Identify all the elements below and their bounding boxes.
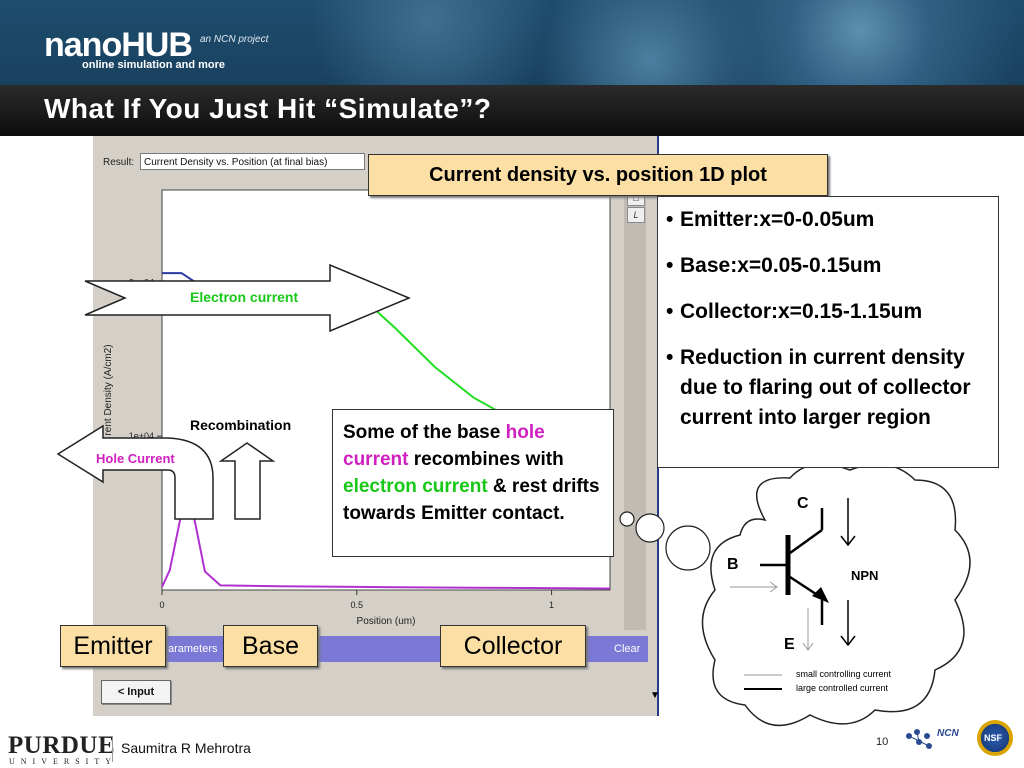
purdue-logo: PURDUE [8, 732, 116, 759]
region-bullet-box: Emitter:x=0-0.05um Base:x=0.05-0.15um Co… [657, 196, 999, 468]
electron-current-label: Electron current [190, 289, 299, 305]
thought-cloud [619, 463, 971, 727]
text-part-2: recombines with [408, 449, 564, 470]
plot-title-callout: Current density vs. position 1D plot [368, 154, 828, 196]
x-tick-label: 0 [159, 600, 164, 610]
hole-current-label: Hole Current [96, 451, 175, 466]
result-dropdown[interactable]: Current Density vs. Position (at final b… [140, 153, 365, 170]
ncn-footer-text: NCN [937, 728, 959, 739]
base-terminal-label: B [727, 556, 739, 573]
y-tick-label: 1e+04 [129, 431, 154, 441]
header-banner [0, 0, 1024, 136]
recombination-explanation-box: Some of the base hole current recombines… [332, 409, 614, 557]
title-bar [0, 85, 1024, 136]
hole-current-text: hole current [343, 422, 545, 470]
collector-label: Collector [440, 625, 586, 667]
slide-title: What If You Just Hit “Simulate”? [44, 93, 492, 124]
parameters-tab-text[interactable]: arameters [168, 643, 218, 655]
input-button[interactable]: < Input [101, 680, 171, 704]
purdue-university-text: UNIVERSITY [9, 757, 117, 766]
legend-small-current: small controlling current [796, 669, 892, 679]
emitter-terminal-label: E [784, 636, 795, 653]
electron-current-arrow [84, 263, 411, 333]
base-label: Base [223, 625, 318, 667]
npn-transistor-icon [730, 498, 856, 690]
bullet-reduction: Reduction in current density due to flar… [666, 343, 998, 433]
x-axis-label: Position (um) [357, 616, 416, 627]
y-axis-label: rent Density (A/cm2) [103, 344, 114, 435]
x-tick-label: 0.5 [351, 600, 364, 610]
nsf-logo-text: NSF [984, 733, 1002, 743]
series-line-2 [161, 512, 611, 590]
hole-current-arrow [56, 424, 214, 520]
recombination-label: Recombination [190, 417, 292, 433]
ncn-logo-icon [906, 729, 932, 749]
nanohub-logo: nanoHUB [44, 26, 193, 64]
text-part-3: & rest drifts towards Emitter contact. [343, 476, 600, 524]
bullet-base: Base:x=0.05-0.15um [666, 251, 998, 281]
bullet-emitter: Emitter:x=0-0.05um [666, 205, 998, 235]
text-part-1: Some of the base [343, 422, 506, 443]
scroll-down-icon[interactable]: ▼ [650, 690, 660, 701]
clear-button[interactable]: Clear [614, 643, 641, 655]
collector-terminal-label: C [797, 495, 809, 512]
result-label: Result: [103, 157, 135, 168]
page-number: 10 [876, 736, 889, 748]
nsf-logo-icon [977, 720, 1013, 756]
bullet-list: Emitter:x=0-0.05um Base:x=0.05-0.15um Co… [658, 205, 998, 433]
x-tick-label: 1 [549, 600, 554, 610]
footer-divider [112, 736, 113, 762]
recombination-arrow [218, 442, 276, 520]
legend-large-current: large controlled current [796, 683, 889, 693]
bullet-collector: Collector:x=0.15-1.15um [666, 297, 998, 327]
npn-type-label: NPN [851, 568, 879, 583]
emitter-label: Emitter [60, 625, 166, 667]
ncn-project-tag: an NCN project [200, 34, 269, 45]
author-name: Saumitra R Mehrotra [121, 740, 251, 756]
logo-subtitle: online simulation and more [82, 59, 226, 71]
electron-current-text: electron current [343, 476, 488, 497]
tool-button-2[interactable]: L [627, 207, 645, 223]
